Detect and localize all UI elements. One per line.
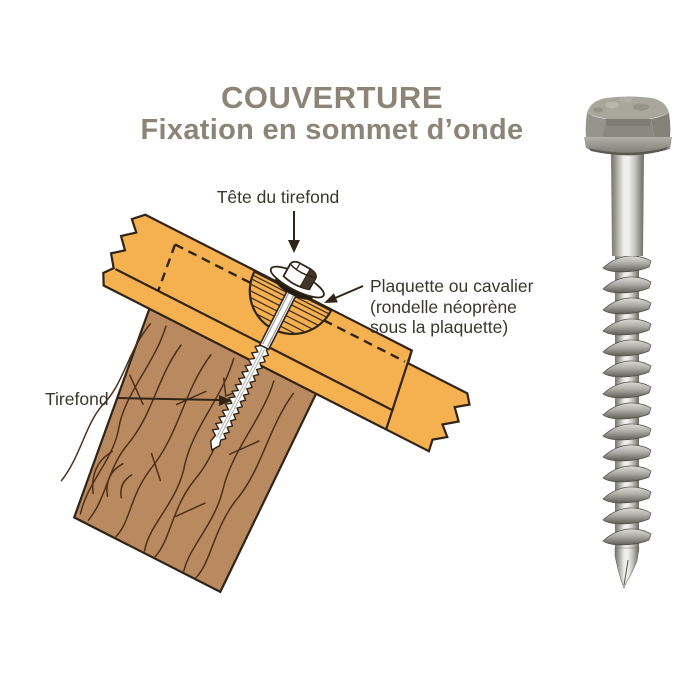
label-plate-line3: sous la plaquette) [370, 317, 509, 337]
label-plate-line1: Plaquette ou cavalier [370, 276, 534, 296]
plate-label-arrow [324, 285, 364, 303]
label-plate: Plaquette ou cavalier (rondelle néoprène… [370, 276, 533, 338]
hex-head-drawing [282, 260, 317, 291]
hidden-edge-dashed-steep [157, 244, 177, 292]
hex-washer-head [584, 96, 672, 156]
sheet-overlap-edge-line [385, 350, 413, 430]
lag-screw-photo [584, 96, 672, 589]
label-tirefond: Tirefond [45, 389, 109, 409]
lag-screw-drawing [210, 283, 301, 451]
screw-label-arrow [116, 395, 232, 406]
fastener-head-assembly [269, 260, 325, 300]
sheet-bottom-edge-line [114, 268, 394, 412]
label-screw-head: Tête du tirefond [216, 187, 340, 207]
screw-shank [611, 150, 644, 256]
label-plate-line2: (rondelle néoprène [370, 296, 517, 317]
head-label-arrow [288, 211, 300, 253]
annotation-arrows [116, 211, 364, 406]
hidden-edge-dashed-right [323, 319, 406, 363]
page-title: COUVERTURE [220, 80, 443, 115]
head-flange [584, 137, 672, 155]
corrugated-sheet [102, 213, 471, 453]
page-subtitle: Fixation en sommet d’onde [140, 114, 524, 146]
